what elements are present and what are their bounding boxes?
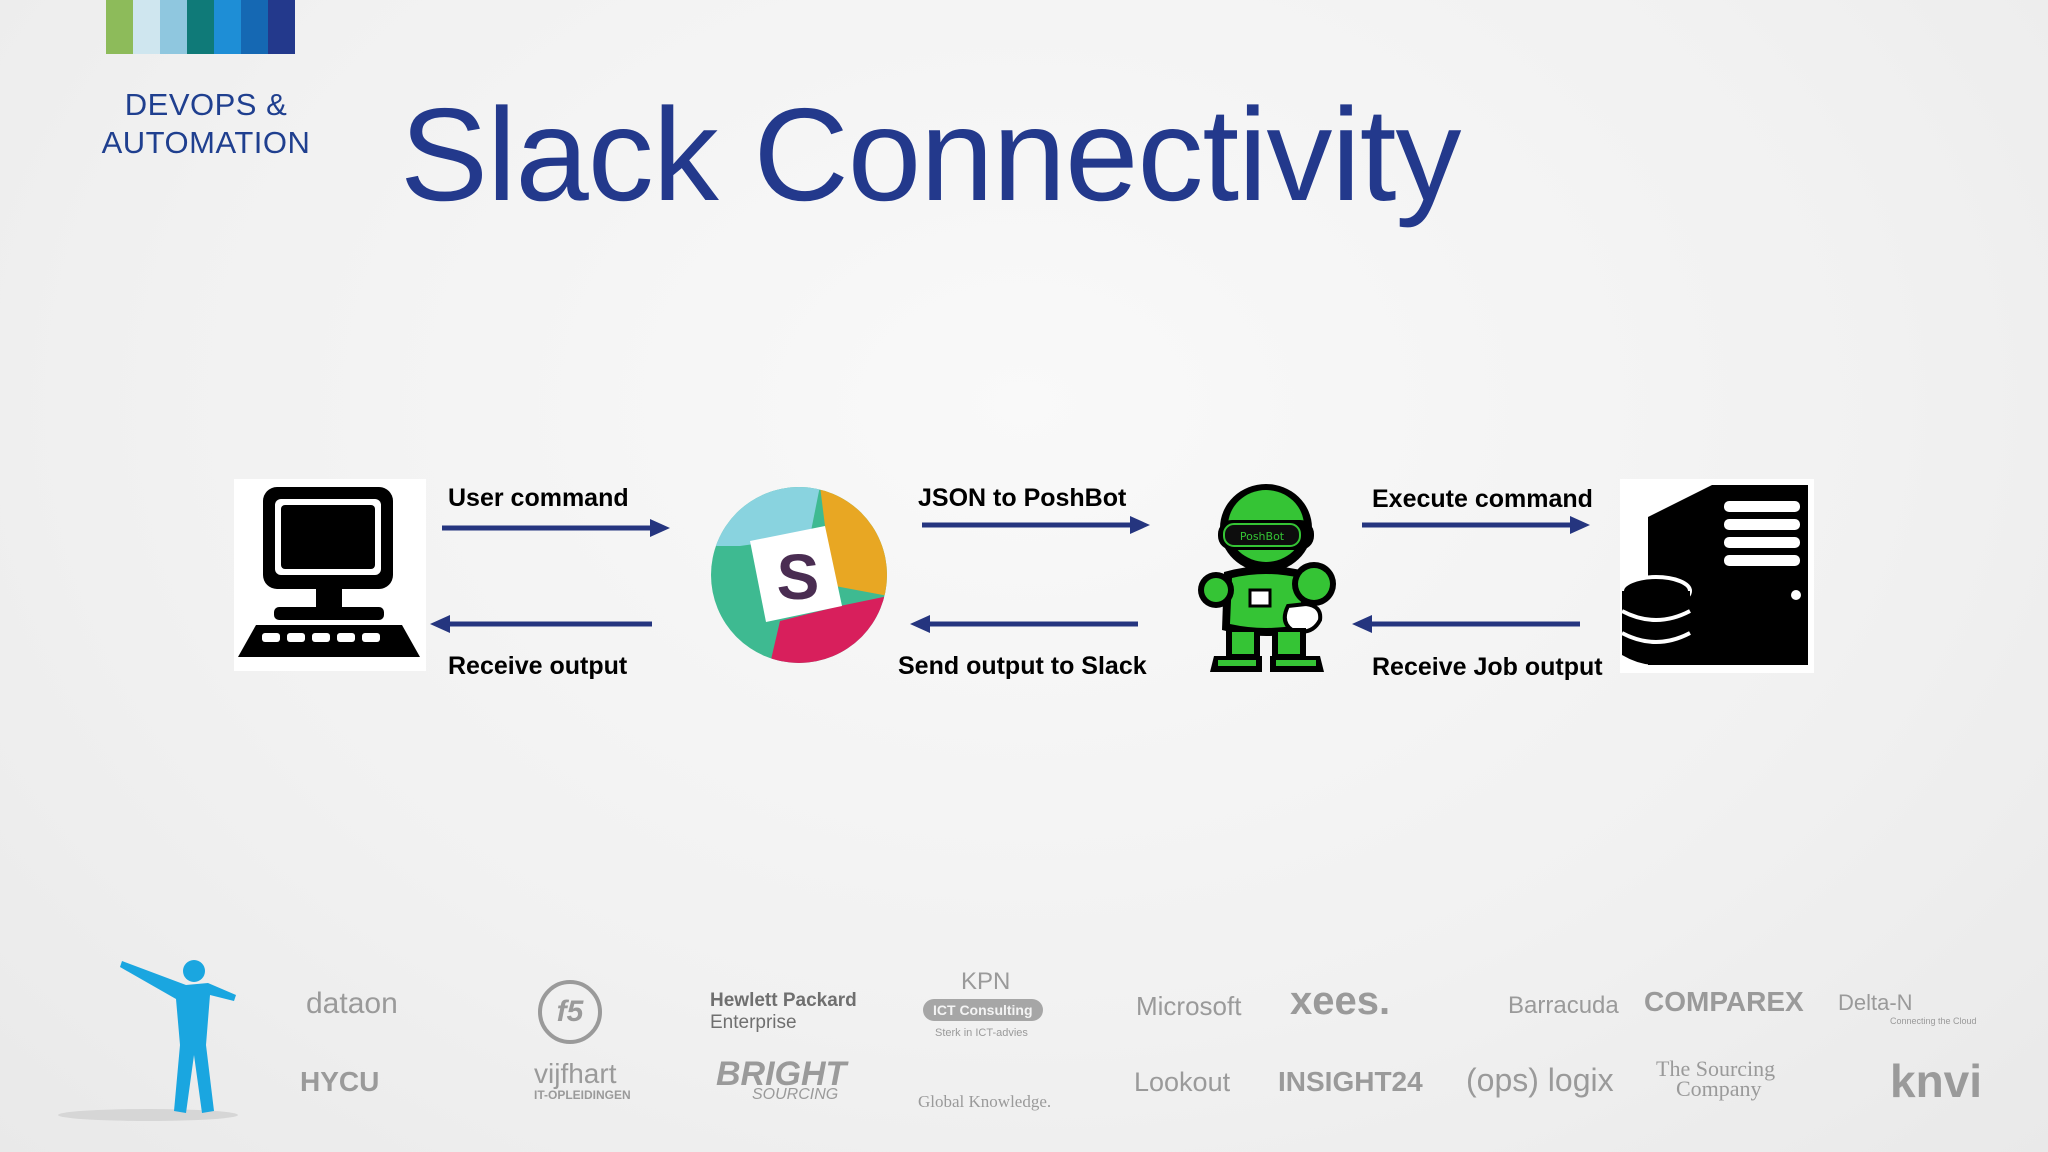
sponsor-logo-f5: f5 [538, 980, 602, 1044]
sponsor-logo-bright-sourcing: SOURCING [752, 1086, 839, 1103]
sponsor-logo-vijfhart-tagline: IT-OPLEIDINGEN [534, 1088, 631, 1102]
sponsor-logo-sourcing-company-line1: The Sourcing [1656, 1056, 1776, 1081]
sponsor-logo-comparex: COMPAREX [1644, 986, 1804, 1017]
edge-label-receive-output: Receive output [448, 652, 628, 680]
sponsor-logo-delta-n: Delta-N [1838, 990, 1913, 1015]
brand-bar [160, 0, 187, 54]
sponsor-logo-kpn-tagline: Sterk in ICT-advies [935, 1027, 1028, 1039]
brand-bar [187, 0, 214, 54]
slack-letter: S [777, 541, 820, 613]
slack-logo-icon: S [710, 486, 888, 664]
brand-bar [241, 0, 268, 54]
edge-label-receive-job-output: Receive Job output [1372, 653, 1603, 681]
arrow-right-2 [922, 516, 1150, 534]
sponsor-logo-hpe-line1: Hewlett Packard [710, 990, 857, 1011]
sponsor-logo-hycu: HYCU [300, 1066, 380, 1097]
slide-title: Slack Connectivity [400, 81, 1461, 228]
brand-bar [214, 0, 241, 54]
section-label-line1: DEVOPS & [124, 87, 288, 122]
brand-bar [106, 0, 133, 54]
person-silhouette-icon [58, 960, 238, 1121]
brand-color-bars [106, 0, 295, 54]
sponsor-logo-knvi: knvi [1890, 1055, 1983, 1107]
sponsor-logo-vijfhart: vijfhart [534, 1058, 617, 1089]
sponsor-logo-insight24: INSIGHT24 [1278, 1066, 1423, 1097]
arrow-left-1 [430, 615, 652, 633]
sponsor-logo-global-knowledge: Global Knowledge. [918, 1092, 1052, 1111]
sponsor-logo-xees: xees. [1290, 979, 1391, 1023]
sponsor-logo-hpe-line2: Enterprise [710, 1012, 797, 1033]
sponsor-logo-lookout: Lookout [1134, 1067, 1231, 1097]
sponsor-logo-kpn-badge: ICT Consulting [923, 999, 1043, 1021]
arrow-left-3 [1352, 615, 1580, 633]
sponsor-logo-opslogix: (ops) logix [1466, 1062, 1614, 1098]
arrow-left-2 [910, 615, 1138, 633]
sponsor-logo-kpn: KPN [961, 968, 1011, 995]
poshbot-robot-icon: PoshBot [1196, 480, 1338, 676]
edge-label-send-output-to-slack: Send output to Slack [898, 652, 1147, 680]
section-label-line2: AUTOMATION [101, 125, 311, 160]
sponsor-logo-dataon: dataon [306, 987, 398, 1020]
sponsor-logo-bright: BRIGHT [716, 1055, 847, 1093]
poshbot-visor-text: PoshBot [1240, 530, 1285, 543]
sponsor-logo-microsoft: Microsoft [1136, 991, 1242, 1021]
brand-bar [268, 0, 295, 54]
section-label: DEVOPS & AUTOMATION [86, 86, 326, 162]
sponsor-logo-sourcing-company-line2: Company [1676, 1076, 1762, 1101]
sponsor-logo-delta-n-tagline: Connecting the Cloud [1890, 1016, 1977, 1026]
edge-label-execute-command: Execute command [1372, 485, 1593, 513]
edge-label-json-to-poshbot: JSON to PoshBot [918, 484, 1127, 512]
sponsor-logo-barracuda: Barracuda [1508, 992, 1619, 1019]
server-database-icon [1620, 479, 1814, 673]
edge-label-user-command: User command [448, 484, 629, 512]
desktop-computer-icon [234, 479, 426, 671]
arrow-right-1 [442, 519, 670, 537]
brand-bar [133, 0, 160, 54]
arrow-right-3 [1362, 516, 1590, 534]
